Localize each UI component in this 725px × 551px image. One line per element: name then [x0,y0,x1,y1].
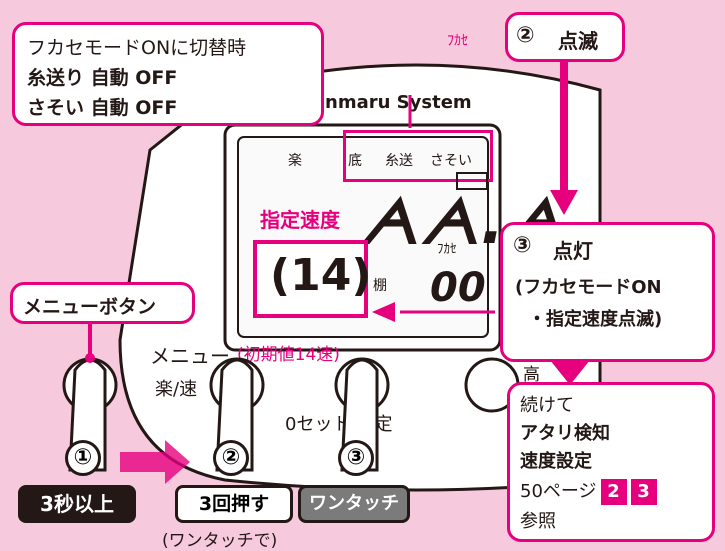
lcd-label-itookuri: 糸送 [385,153,413,169]
callout-line3: さそい 自動 OFF [27,97,178,119]
continue-line3: 速度設定 [520,451,592,472]
step2-tag: 3回押す [175,485,293,523]
step1-tag: 3秒以上 [18,485,136,523]
step1-circle: ① [65,440,101,476]
continue-line2: アタリ検知 [520,423,610,444]
shitei-sokudo-label: 指定速度 [260,208,340,232]
continue-line5: 参照 [520,511,556,532]
step3-line3: ・指定速度点滅) [528,309,663,330]
ref-badge-2[interactable]: 2 [600,479,627,505]
step2-fukase-prefix: ﾌｶｾ [447,33,468,49]
arrow-left-icon [372,302,395,322]
speed-value: 14 [290,250,352,301]
callout-line2: 糸送り 自動 OFF [27,67,178,89]
callout-step2: ② 点滅 [505,12,625,62]
lcd-tana-digits: 00 [430,265,486,311]
continue-line1: 続けて [520,395,574,416]
step3-circle: ③ [338,440,374,476]
raku-soku-label: 楽/速 [155,379,198,400]
lcd-label-raku: 楽 [288,153,302,169]
callout-step3: ③ 点灯 (フカセモードON ・指定速度点滅) [500,222,715,362]
arrow-down-small-icon [550,360,590,385]
step2-label: 点滅 [558,29,598,53]
step2-circle: ② [213,440,249,476]
menu-label: メニュー [150,344,230,368]
callout-menu-button: メニューボタン [10,282,195,324]
high-label: 高 [523,365,540,385]
lcd-label-fukase: ﾌｶｾ [437,242,457,257]
initial-value-label: (初期値14速) [237,345,340,365]
lcd-label-tana: 棚 [373,278,387,294]
lcd-label-sasoi: さそい [430,153,472,169]
step3-line2: (フカセモードON [515,277,662,298]
speed-digits: (14) [270,250,372,301]
lcd-label-soko: 底 [348,153,362,169]
speed-display-frame [253,240,368,318]
menu-button-callout-label: メニューボタン [23,296,157,318]
callout-fukase-mode: フカセモードONに切替時 糸送り 自動 OFF さそい 自動 OFF [12,22,324,126]
step3-label: 点灯 [553,239,593,263]
step2-num: ② [516,23,535,48]
brand-label: nmaru System [325,92,472,113]
menu-callout-dot [85,353,95,363]
step3-num: ③ [513,233,532,258]
step3-tag: ワンタッチ [298,485,410,523]
lcd-highlight-frame [343,130,493,182]
callout-line1: フカセモードONに切替時 [27,37,247,59]
arrow-right-icon [120,440,190,484]
ref-badge-3[interactable]: 3 [630,479,657,505]
battery-icon [456,172,488,190]
continue-page: 50ページ [520,481,597,502]
step2-note: (ワンタッチで) [162,531,278,551]
arrow-down-icon [550,190,578,215]
